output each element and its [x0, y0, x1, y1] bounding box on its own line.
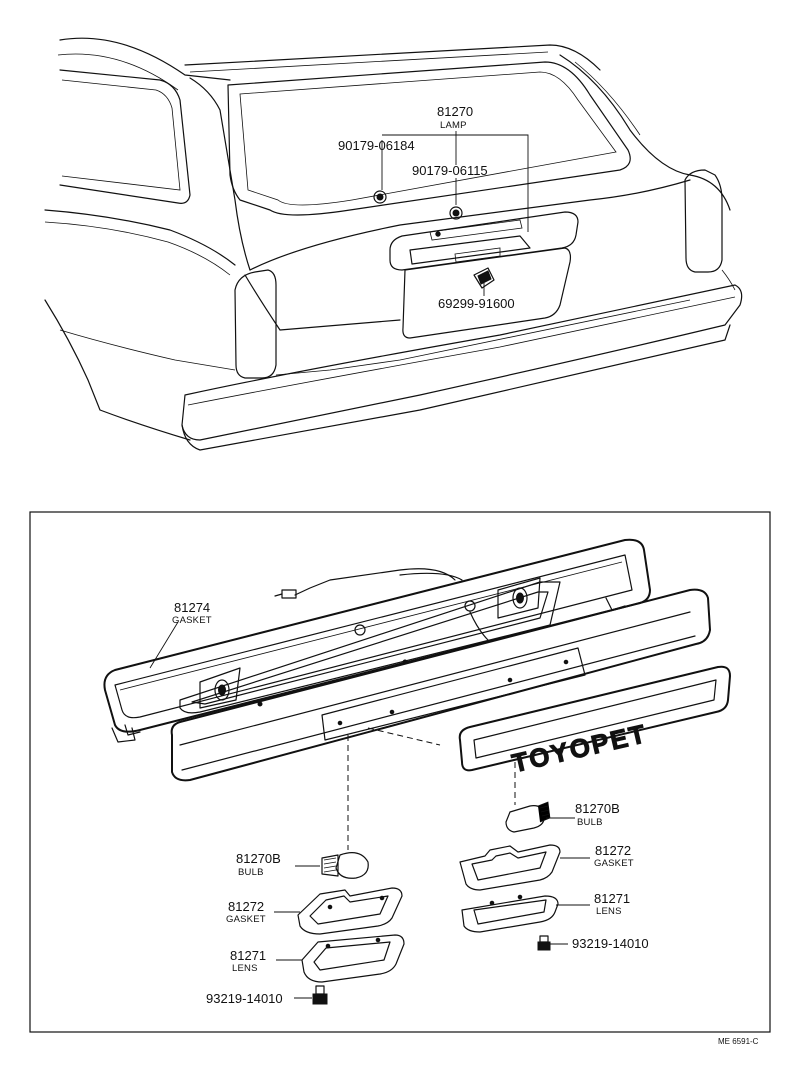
drawing-code: ME 6591-C: [718, 1037, 759, 1046]
garnish-panel-drawing: [170, 588, 711, 782]
lens-left-number: 81271: [230, 948, 266, 963]
gasket-81274-name: GASKET: [172, 615, 212, 626]
lens-left-name: LENS: [232, 963, 258, 974]
lens-right-name: LENS: [596, 906, 622, 917]
gasket-left-name: GASKET: [226, 914, 266, 925]
screw-90179-06115-icon: [449, 206, 463, 220]
bulb-right-icon: [505, 801, 551, 833]
gasket-left-number: 81272: [228, 899, 264, 914]
bulb-left-number: 81270B: [236, 851, 281, 866]
clip-69299-91600-icon: [473, 267, 495, 289]
screw-a-part-number: 90179-06184: [338, 138, 415, 153]
bulb-right-name: BULB: [577, 817, 603, 828]
exploded-view-frame: [29, 511, 771, 1033]
lens-emblem-text: TOYOPET: [509, 718, 650, 778]
bulb-right-number: 81270B: [575, 801, 620, 816]
lens-right-number: 81271: [594, 891, 630, 906]
screw-90179-06184-icon: [373, 190, 387, 204]
lamp-screw-hole-icon: [435, 231, 441, 237]
clip-part-number: 69299-91600: [438, 296, 515, 311]
vehicle-rear-illustration: [44, 37, 743, 451]
emblem-lens-drawing: TOYOPET: [458, 665, 731, 779]
screw-right-icon: [537, 935, 551, 951]
gasket-81274-number: 81274: [174, 600, 210, 615]
bulb-left-name: BULB: [238, 867, 264, 878]
gasket-81274-drawing: [103, 538, 651, 743]
gasket-right-81272-drawing: [459, 844, 561, 891]
screw-left-number: 93219-14010: [206, 991, 283, 1006]
screw-right-number: 93219-14010: [572, 936, 649, 951]
lamp-housing-drawing: [179, 568, 561, 714]
gasket-right-number: 81272: [595, 843, 631, 858]
lens-right-81271-drawing: [461, 894, 559, 933]
gasket-right-name: GASKET: [594, 858, 634, 869]
gasket-left-81272-drawing: [297, 887, 403, 935]
lamp-part-number: 81270: [437, 104, 473, 119]
lamp-part-name: LAMP: [440, 120, 467, 131]
screw-left-icon: [312, 985, 328, 1005]
screw-b-part-number: 90179-06115: [412, 163, 488, 178]
lens-left-81271-drawing: [301, 934, 405, 983]
bulb-left-icon: [321, 852, 369, 879]
